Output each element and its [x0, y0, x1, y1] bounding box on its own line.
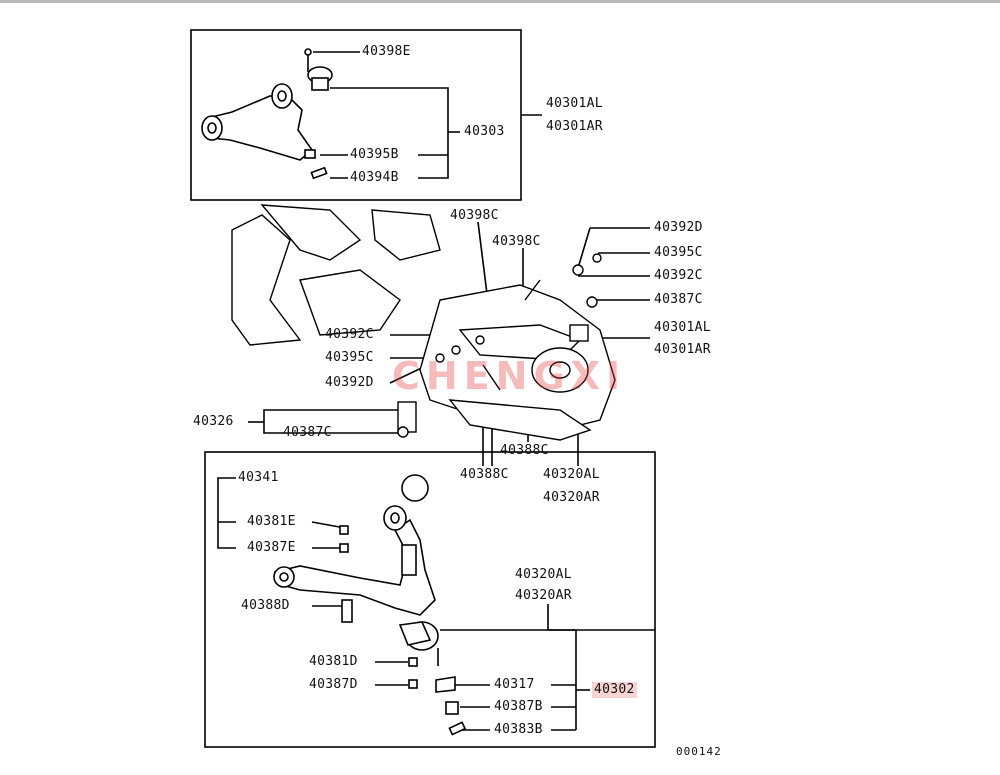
- label-40392D-right: 40392D: [654, 220, 703, 235]
- label-40392C-right: 40392C: [654, 268, 703, 283]
- label-40392D-left: 40392D: [325, 375, 374, 390]
- label-lower-arm-left: 40320AL: [515, 567, 572, 582]
- label-40398E: 40398E: [362, 44, 411, 59]
- label-40320AR-mid: 40320AR: [543, 490, 600, 505]
- label-40387C-left: 40387C: [283, 425, 332, 440]
- label-40388C-upper: 40388C: [500, 443, 549, 458]
- label-40398C-top: 40398C: [450, 208, 499, 223]
- label-40388C-lower: 40388C: [460, 467, 509, 482]
- label-40326: 40326: [193, 414, 234, 429]
- label-40395B: 40395B: [350, 147, 399, 162]
- label-40387E: 40387E: [247, 540, 296, 555]
- label-40317: 40317: [494, 677, 535, 692]
- label-40388D: 40388D: [241, 598, 290, 613]
- label-40395C-right: 40395C: [654, 245, 703, 260]
- label-40387D: 40387D: [309, 677, 358, 692]
- subframe-drawing: [231, 204, 616, 441]
- label-lower-arm-right: 40320AR: [515, 588, 572, 603]
- label-40302-highlighted: 40302: [592, 682, 637, 698]
- label-40301AL-mid: 40301AL: [654, 320, 711, 335]
- top-border: [0, 0, 1000, 3]
- label-40303: 40303: [464, 124, 505, 139]
- diagram-code: 000142: [676, 745, 722, 758]
- label-40320AL-mid: 40320AL: [543, 467, 600, 482]
- label-40392C-left: 40392C: [325, 327, 374, 342]
- label-40395C-left: 40395C: [325, 350, 374, 365]
- label-40398C-second: 40398C: [492, 234, 541, 249]
- label-40383B: 40383B: [494, 722, 543, 737]
- lower-arm-drawing: [273, 474, 467, 736]
- label-40341: 40341: [238, 470, 279, 485]
- lower-inset-frame: [204, 451, 656, 748]
- label-upper-arm-left: 40301AL: [546, 96, 603, 111]
- label-40301AR-mid: 40301AR: [654, 342, 711, 357]
- watermark-text: CHENGXI: [392, 354, 627, 398]
- label-40394B: 40394B: [350, 170, 399, 185]
- label-upper-arm-right: 40301AR: [546, 119, 603, 134]
- label-40387C-right: 40387C: [654, 292, 703, 307]
- label-40381E: 40381E: [247, 514, 296, 529]
- upper-arm-drawing: [201, 48, 333, 180]
- label-40387B: 40387B: [494, 699, 543, 714]
- label-40381D: 40381D: [309, 654, 358, 669]
